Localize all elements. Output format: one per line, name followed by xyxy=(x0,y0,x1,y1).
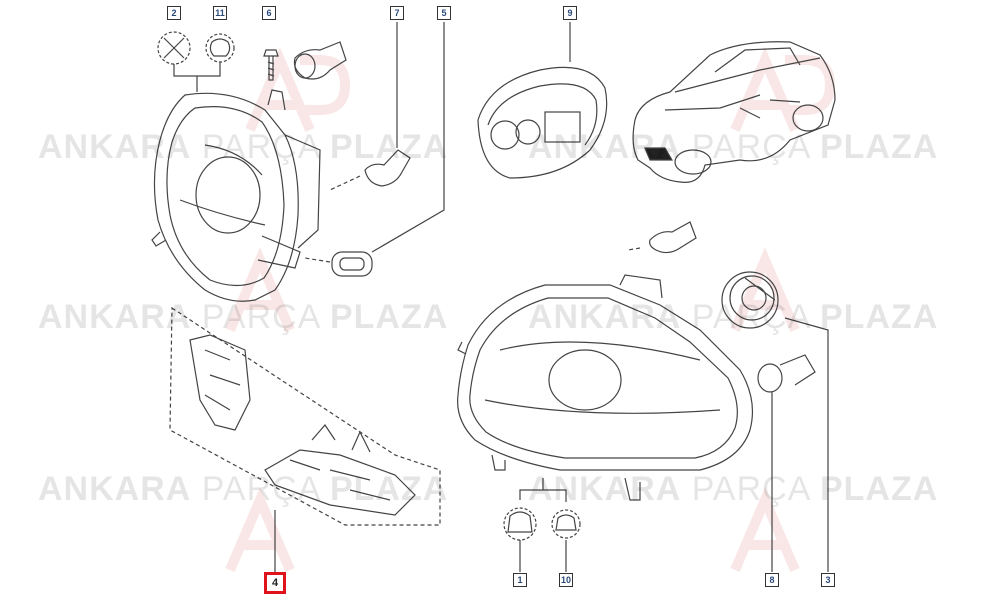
bulb-kit-box-part-9 xyxy=(477,22,608,179)
bulb-holder-part xyxy=(293,41,347,80)
watermark-logo-group xyxy=(225,47,836,572)
watermark-logo xyxy=(225,247,295,332)
bulbs-1-10 xyxy=(503,478,581,572)
right-headlamp-assembly xyxy=(457,274,754,501)
cap-part-3 xyxy=(721,271,829,572)
callout-4-highlighted[interactable]: 4 xyxy=(264,572,286,594)
callout-1[interactable]: 1 xyxy=(513,573,527,587)
bulbs-2-11 xyxy=(157,31,235,92)
connector-part-5 xyxy=(304,22,445,277)
car-illustration xyxy=(632,41,836,183)
callout-11[interactable]: 11 xyxy=(213,6,227,20)
side-bulb-part-7 xyxy=(329,22,411,191)
screw-part xyxy=(263,49,279,81)
callout-8[interactable]: 8 xyxy=(765,573,779,587)
callout-9[interactable]: 9 xyxy=(563,6,577,20)
bracket-kit-part-4 xyxy=(169,306,441,572)
watermark-logo xyxy=(225,487,295,572)
callout-7[interactable]: 7 xyxy=(390,6,404,20)
right-bulb-holder xyxy=(627,221,697,254)
callout-5[interactable]: 5 xyxy=(437,6,451,20)
callout-3[interactable]: 3 xyxy=(821,573,835,587)
callout-10[interactable]: 10 xyxy=(559,573,573,587)
watermark-logo xyxy=(730,47,836,132)
watermark-logo xyxy=(730,487,800,572)
callout-6[interactable]: 6 xyxy=(262,6,276,20)
socket-part-8 xyxy=(757,354,816,572)
left-headlamp-assembly xyxy=(151,89,321,302)
callout-2[interactable]: 2 xyxy=(167,6,181,20)
